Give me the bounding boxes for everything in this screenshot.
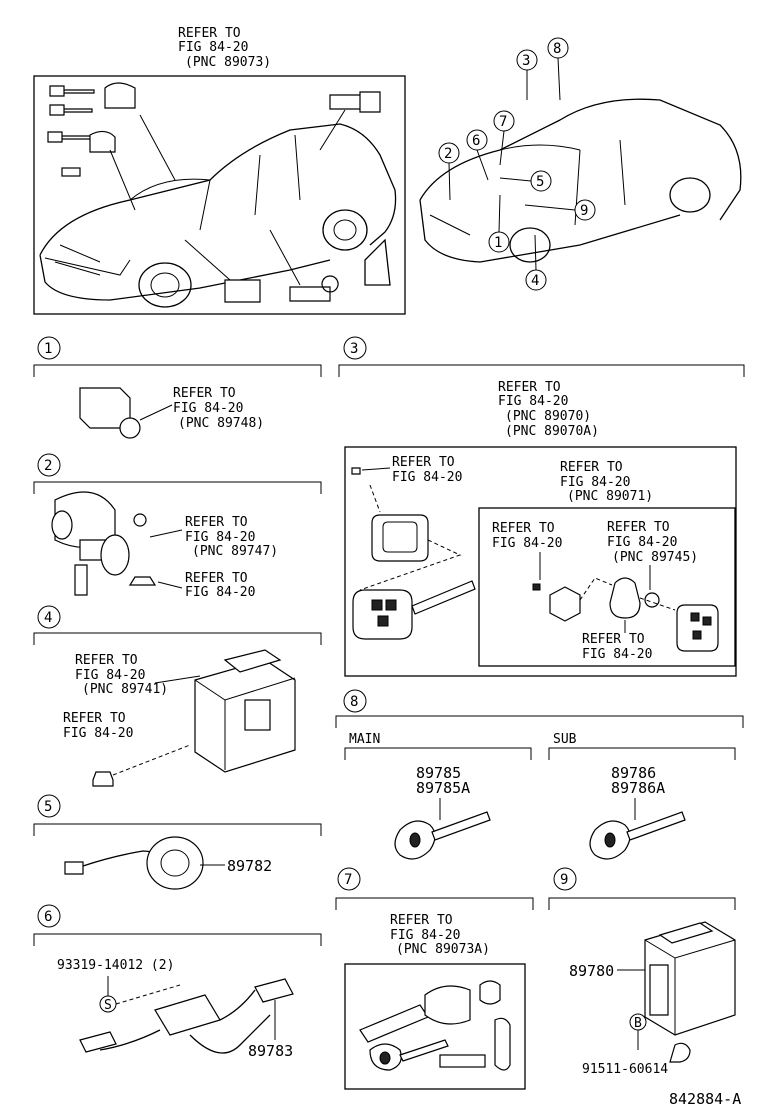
section-3-number: 3 xyxy=(350,341,358,357)
section-2-number: 2 xyxy=(44,458,52,474)
s7-refer-line-3: (PNC 89073A) xyxy=(396,942,490,957)
s4-refer-a-line-3: (PNC 89741) xyxy=(82,682,168,697)
section-9-number: 9 xyxy=(560,872,568,888)
part-drawing xyxy=(154,994,221,1036)
s8-sub-part-2: 89786A xyxy=(611,779,665,797)
location-callout: 4 xyxy=(531,273,539,289)
location-callout: 8 xyxy=(553,41,561,57)
section-6: 6 93319-14012 (2) S 89783 xyxy=(33,904,322,1060)
location-callout: 9 xyxy=(580,203,588,219)
s3-refer-box-line-2: FIG 84-20 xyxy=(560,475,630,490)
s3-inner-frame xyxy=(478,507,736,667)
section-2: 2 REFER TO FIG 84-20 (PNC 89747) REFER T… xyxy=(33,453,322,600)
s3-refer-inner-bottom-line-2: FIG 84-20 xyxy=(582,647,652,662)
s6-callout: S xyxy=(104,998,112,1013)
s2-refer-b-line-1: REFER TO xyxy=(185,571,248,586)
s7-refer-line-2: FIG 84-20 xyxy=(390,928,460,943)
s3-refer-box-line-1: REFER TO xyxy=(560,460,623,475)
overview-refer-line-3: (PNC 89073) xyxy=(185,55,271,70)
s3-refer-inner-left-line-2: FIG 84-20 xyxy=(492,536,562,551)
s1-refer-line-1: REFER TO xyxy=(173,386,236,401)
figure-id: 842884-A xyxy=(669,1090,741,1108)
s3-outer-frame xyxy=(344,446,737,677)
location-callout: 6 xyxy=(472,133,480,149)
section-6-number: 6 xyxy=(44,909,52,925)
s1-refer-line-3: (PNC 89748) xyxy=(178,416,264,431)
s3-refer-main-line-1: REFER TO xyxy=(498,380,561,395)
s8-main-label: MAIN xyxy=(349,732,380,747)
s7-refer-line-1: REFER TO xyxy=(390,913,453,928)
section-5: 5 89782 xyxy=(33,794,322,890)
s2-refer-a-line-1: REFER TO xyxy=(185,515,248,530)
s3-refer-inner-right-line-3: (PNC 89745) xyxy=(612,550,698,565)
s9-part-b: 91511-60614 xyxy=(582,1062,668,1077)
section-8-number: 8 xyxy=(350,694,358,710)
section-4-number: 4 xyxy=(44,610,52,626)
s8-main-part-2: 89785A xyxy=(416,779,470,797)
s4-refer-b-line-1: REFER TO xyxy=(63,711,126,726)
s3-refer-main-line-4: (PNC 89070A) xyxy=(505,424,599,439)
s4-refer-a-line-1: REFER TO xyxy=(75,653,138,668)
s3-refer-inner-bottom-line-1: REFER TO xyxy=(582,632,645,647)
section-7: 7 REFER TO FIG 84-20 (PNC 89073A) xyxy=(335,867,534,1090)
section-9: 9 89780 B 91511-60614 xyxy=(548,867,736,1077)
section-5-number: 5 xyxy=(44,799,52,815)
s3-refer-main-line-3: (PNC 89070) xyxy=(505,409,591,424)
s3-refer-main-line-2: FIG 84-20 xyxy=(498,394,568,409)
section-4: 4 REFER TO FIG 84-20 (PNC 89741) REFER T… xyxy=(33,605,322,787)
s8-main-part-1: 89785 xyxy=(416,764,461,782)
overview-refer-line-1: REFER TO xyxy=(178,26,241,41)
location-callout: 7 xyxy=(499,114,507,130)
location-callout: 2 xyxy=(444,146,452,162)
section-8: 8 MAIN SUB 89785 89785A 89786 89786A xyxy=(335,689,744,860)
part-drawing xyxy=(64,861,84,875)
s4-refer-b-line-2: FIG 84-20 xyxy=(63,726,133,741)
overview-refer-line-2: FIG 84-20 xyxy=(178,40,248,55)
s3-refer-box-line-3: (PNC 89071) xyxy=(567,489,653,504)
overview-frame xyxy=(33,75,406,315)
s9-part-a: 89780 xyxy=(569,962,614,980)
s8-sub-label: SUB xyxy=(553,732,577,747)
s2-refer-b-line-2: FIG 84-20 xyxy=(185,585,255,600)
location-callout: 1 xyxy=(494,235,502,251)
location-callouts: 3 8 6 7 2 5 9 1 4 xyxy=(438,37,596,291)
s3-refer-left-line-2: FIG 84-20 xyxy=(392,470,462,485)
overview-panel: REFER TO FIG 84-20 (PNC 89073) xyxy=(33,26,406,315)
s3-refer-left-line-1: REFER TO xyxy=(392,455,455,470)
location-panel: 3 8 6 7 2 5 9 1 4 xyxy=(419,37,742,291)
section-1-number: 1 xyxy=(44,341,52,357)
s3-refer-inner-right-line-1: REFER TO xyxy=(607,520,670,535)
s2-refer-a-line-2: FIG 84-20 xyxy=(185,530,255,545)
s1-refer-line-2: FIG 84-20 xyxy=(173,401,243,416)
part-drawing xyxy=(371,514,429,562)
s3-refer-inner-left-line-1: REFER TO xyxy=(492,521,555,536)
s6-part-a: 93319-14012 (2) xyxy=(57,958,174,973)
location-callout: 5 xyxy=(536,174,544,190)
s8-sub-part-1: 89786 xyxy=(611,764,656,782)
s6-part-b: 89783 xyxy=(248,1042,293,1060)
s5-part-number: 89782 xyxy=(227,857,272,875)
s2-refer-a-line-3: (PNC 89747) xyxy=(192,544,278,559)
section-7-number: 7 xyxy=(344,872,352,888)
s4-refer-a-line-2: FIG 84-20 xyxy=(75,668,145,683)
location-callout: 3 xyxy=(522,53,530,69)
section-1: 1 REFER TO FIG 84-20 (PNC 89748) xyxy=(33,336,322,439)
s9-callout: B xyxy=(634,1016,642,1031)
overview-car-drawing xyxy=(39,82,397,308)
section-3: 3 REFER TO FIG 84-20 (PNC 89070) (PNC 89… xyxy=(338,336,745,677)
s3-refer-inner-right-line-2: FIG 84-20 xyxy=(607,535,677,550)
part-drawing xyxy=(359,1004,429,1043)
s7-frame xyxy=(344,963,526,1090)
